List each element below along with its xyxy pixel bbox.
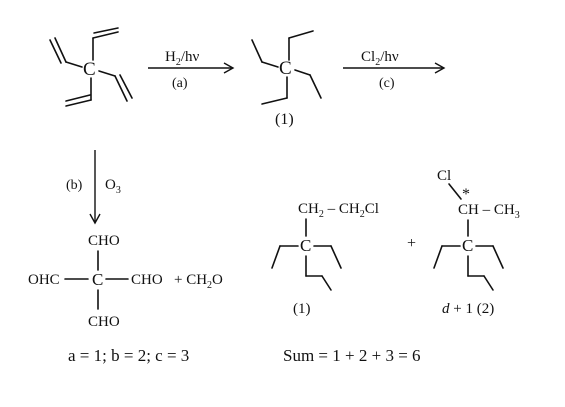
arrow-b: (b) O3 — [66, 150, 121, 225]
svg-text:H2/hν: H2/hν — [165, 49, 200, 68]
center-carbon-4: C — [300, 236, 311, 255]
chiral-ch-ch3: CH – CH3 — [458, 202, 520, 221]
arrow-c: Cl2/hν (c) — [343, 49, 446, 91]
product-left-label: (1) — [293, 301, 311, 317]
svg-text:Cl2/hν: Cl2/hν — [361, 49, 399, 68]
cho-bottom: CHO — [88, 314, 120, 330]
assignment-line: a = 1; b = 2; c = 3 — [68, 346, 189, 365]
arrow-a: H2/hν (a) — [148, 49, 235, 91]
reagent-o3: O — [105, 177, 116, 193]
center-carbon-1: C — [83, 59, 96, 80]
sum-line: Sum = 1 + 2 + 3 = 6 — [283, 346, 421, 365]
center-carbon-5: C — [462, 236, 473, 255]
cho-top: CHO — [88, 233, 120, 249]
cho-right: CHO — [131, 272, 163, 288]
plus-sign: + — [407, 235, 416, 252]
product-right-label: d + 1 (2) — [442, 301, 494, 317]
center-carbon-2: C — [279, 58, 292, 79]
chiral-asterisk: * — [462, 186, 470, 203]
ch2-ch2cl: CH2 – CH2Cl — [298, 201, 379, 220]
product-1-label: (1) — [275, 111, 294, 128]
cho-left: OHC — [28, 272, 60, 288]
tetraformylmethane: CHO OHC C CHO CHO + CH2O — [28, 233, 223, 330]
label-a: (a) — [172, 76, 188, 91]
center-carbon-3: C — [92, 270, 103, 289]
tetravinylmethane: C — [49, 27, 133, 107]
primary-chloride: CH2 – CH2Cl C (1) — [271, 201, 379, 317]
formaldehyde: + CH2O — [174, 272, 223, 291]
chlorine-label: Cl — [437, 168, 451, 184]
secondary-chloride: Cl * CH – CH3 C d + 1 (2) — [433, 168, 520, 317]
svg-text:O3: O3 — [105, 177, 121, 196]
reagent-cl2: Cl — [361, 49, 375, 65]
label-c: (c) — [379, 76, 395, 91]
reagent-h2: H — [165, 49, 176, 65]
tetraethylmethane: C (1) — [251, 30, 322, 128]
label-b: (b) — [66, 178, 83, 193]
